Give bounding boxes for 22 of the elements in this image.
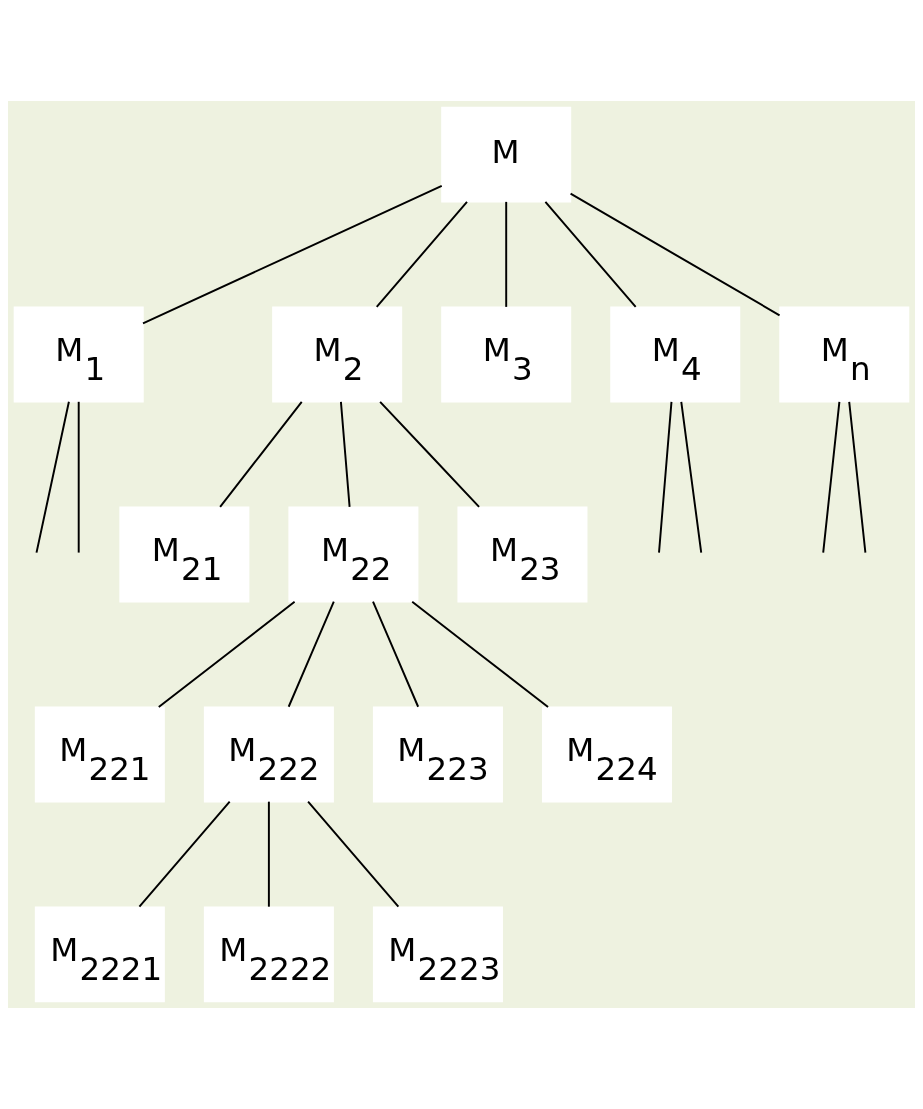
connector xyxy=(658,400,673,554)
connector xyxy=(375,200,468,308)
connector xyxy=(680,400,703,554)
connector xyxy=(287,600,335,708)
connector xyxy=(219,400,303,508)
connector xyxy=(267,800,270,908)
connector xyxy=(411,600,549,709)
connector xyxy=(142,184,443,325)
node-box: M xyxy=(441,106,572,203)
connector xyxy=(307,800,400,908)
connector xyxy=(544,200,637,308)
connector xyxy=(35,400,70,554)
connector xyxy=(505,200,508,308)
connector xyxy=(77,400,80,554)
connector xyxy=(569,192,781,317)
connector xyxy=(822,400,841,554)
connector xyxy=(157,600,296,709)
connector xyxy=(372,600,420,708)
connector xyxy=(138,800,231,908)
connector xyxy=(339,400,351,508)
connector xyxy=(848,400,867,554)
connector xyxy=(379,400,481,508)
